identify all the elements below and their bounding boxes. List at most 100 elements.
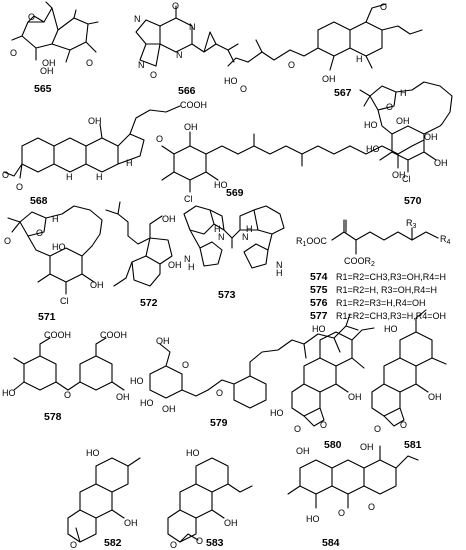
atom-label: O: [16, 182, 23, 192]
atom-label: HO: [270, 408, 284, 418]
compound-number: 566: [178, 85, 196, 97]
compound-number: 579: [210, 417, 228, 429]
structure-573: H N H N N H N H 573: [183, 205, 285, 301]
structure-572: OH OH 572: [105, 201, 182, 309]
structure-584: OH OH O HO O 584: [287, 442, 419, 549]
r4-label: R4: [440, 234, 451, 246]
structure-578: COOH COOH HO O OH 578: [2, 330, 130, 423]
atom-label: O: [386, 102, 393, 112]
structure-574-577: R1OOC COOR2 R3 R4 574 R1=R2=CH3,R3=OH,R4…: [296, 218, 451, 323]
atom-label: O: [294, 424, 301, 434]
atom-label: OH: [348, 392, 362, 402]
atom-label: N: [184, 254, 191, 264]
atom-label: N: [242, 232, 249, 242]
atom-label: OH: [156, 336, 170, 346]
atom-label: O: [170, 540, 177, 550]
atom-label: O: [368, 502, 375, 512]
compound-number: 573: [218, 289, 236, 301]
formula-left: R1OOC: [296, 236, 327, 248]
atom-label: OH: [392, 170, 406, 180]
structure-566: O N N N N O 566: [134, 1, 239, 97]
compound-number: 582: [104, 537, 122, 549]
atom-label: O: [2, 170, 9, 180]
atom-label: O: [216, 388, 223, 398]
compound-number: 569: [226, 187, 244, 199]
compound-number: 581: [404, 439, 422, 451]
atom-label: OH: [124, 518, 138, 528]
atom-label: N: [276, 260, 283, 270]
atom-label: OH: [42, 58, 56, 68]
atom-label: HO: [224, 76, 238, 86]
atom-label: N: [176, 50, 183, 60]
atom-label: HO: [364, 120, 378, 130]
atom-label: O: [28, 12, 35, 22]
atom-label: HO: [52, 242, 66, 252]
atom-label: OH: [116, 392, 130, 402]
compound-number: 565: [34, 83, 52, 95]
atom-label: O: [150, 70, 157, 80]
atom-label: HO: [86, 448, 100, 458]
atom-label: H: [52, 214, 59, 224]
atom-label: H: [126, 158, 133, 168]
atom-label: N: [134, 14, 141, 24]
atom-label: OH: [162, 214, 176, 224]
structure-580: HO O O OH 580: [291, 324, 375, 451]
atom-label: O: [288, 60, 295, 70]
compound-number: 567: [334, 87, 352, 99]
atom-label: OH: [162, 404, 176, 414]
atom-label: HO: [384, 324, 398, 334]
atom-label: HO: [186, 448, 200, 458]
compound-number: 578: [44, 411, 62, 423]
atom-label: O: [172, 1, 179, 11]
structure-565: O O OH OH O 565: [10, 1, 99, 95]
atom-label: N: [218, 232, 225, 242]
structure-568: OH COOH H H H O O 568: [2, 100, 207, 207]
substituent-row: 577 R1=R2=CH3,R3=H,R4=OH: [310, 306, 446, 323]
structure-583: HO O O OH 583: [167, 448, 253, 550]
atom-label: OH: [90, 280, 104, 290]
atom-label: HO: [140, 398, 154, 408]
substituent-row: 574 R1=R2=CH3,R3=OH,R4=H: [310, 267, 446, 284]
structure-571: O O H HO OH Cl 571: [4, 205, 104, 323]
atom-label: OH: [184, 122, 198, 132]
atom-label: O: [380, 2, 387, 12]
structure-581: HO O O OH 581: [371, 309, 447, 451]
substituent-row: 575 R1=R2=H, R3=OH,R4=H: [310, 280, 437, 297]
compound-number: 571: [38, 311, 56, 323]
atom-label: COOH: [100, 330, 127, 340]
atom-label: H: [66, 172, 73, 182]
compound-number: 572: [140, 297, 158, 309]
atom-label: O: [182, 360, 189, 370]
compound-number: 580: [324, 439, 342, 451]
atom-label: OH: [322, 74, 336, 84]
atom-label: OH: [396, 116, 410, 126]
atom-label: H: [400, 88, 407, 98]
compound-number: 583: [206, 537, 224, 549]
atom-label: O: [240, 84, 247, 94]
atom-label: Cl: [60, 296, 69, 306]
atom-label: HO: [306, 514, 320, 524]
atom-label: O: [320, 420, 327, 430]
compound-number: 570: [404, 195, 422, 207]
atom-label: HO: [312, 324, 326, 334]
atom-label: OH: [40, 66, 54, 76]
structure-579: OH HO HO O OH O HO 579: [130, 313, 359, 429]
atom-label: OH: [88, 116, 102, 126]
atom-label: OH: [168, 260, 182, 270]
atom-label: H: [214, 224, 221, 234]
atom-label: COOH: [180, 100, 207, 110]
atom-label: N: [189, 22, 196, 32]
atom-label: HO: [130, 376, 144, 386]
structure-567: O HO O O H OH 567: [224, 2, 423, 99]
atom-label: COOH: [44, 330, 71, 340]
atom-label: OH: [360, 442, 374, 452]
atom-label: H: [356, 54, 363, 64]
compound-number: 584: [322, 537, 340, 549]
atom-label: OH: [424, 132, 438, 142]
atom-label: H: [96, 172, 103, 182]
atom-label: H: [246, 224, 253, 234]
atom-label: OH: [296, 446, 310, 456]
atom-label: O: [36, 228, 43, 238]
atom-label: O: [338, 508, 345, 518]
